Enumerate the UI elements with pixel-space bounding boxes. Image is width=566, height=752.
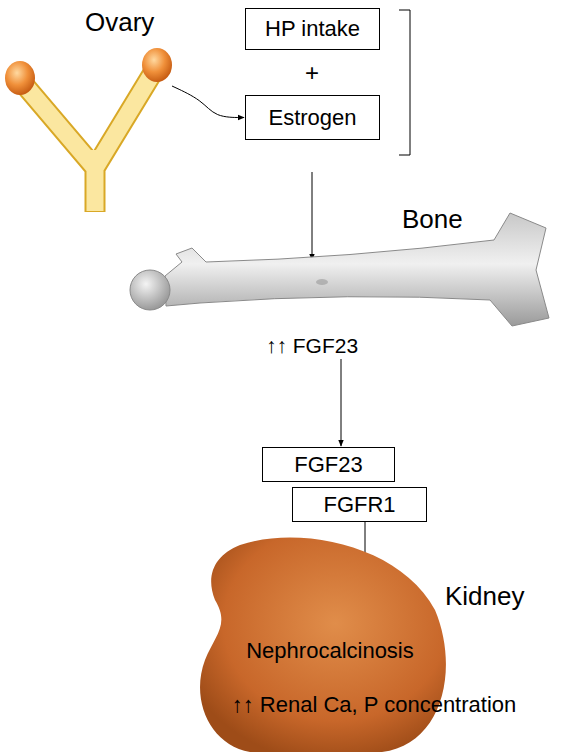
figure-title: Kidney	[445, 582, 525, 612]
process-box: Estrogen	[245, 95, 380, 140]
kidney-figure: KidneyNephrocalcinosis ↑↑ Renal Ca, P con…	[190, 528, 562, 752]
box-label: FGFR1	[323, 492, 395, 517]
flow-arrow	[341, 359, 342, 446]
process-box: FGF23	[262, 447, 395, 482]
figure-note: ↑↑ Renal Ca, P concentration	[232, 692, 517, 717]
figure-note: ↑↑ FGF23	[266, 334, 358, 358]
ovary-figure: Ovary	[0, 0, 172, 216]
figure-title: Ovary	[85, 8, 154, 38]
flow-arrow	[172, 86, 244, 118]
plus-sign: +	[305, 61, 319, 85]
box-label: Estrogen	[268, 105, 356, 130]
figure-title: Bone	[402, 205, 463, 235]
group-bracket	[399, 10, 410, 155]
bone-figure: Bone ↑↑ FGF23	[125, 190, 555, 365]
figure-note: Nephrocalcinosis	[246, 638, 414, 663]
process-box: FGFR1	[292, 487, 427, 522]
process-box: HP intake	[245, 8, 380, 50]
flow-arrow	[312, 172, 313, 260]
box-label: FGF23	[294, 452, 362, 477]
box-label: HP intake	[265, 16, 360, 41]
